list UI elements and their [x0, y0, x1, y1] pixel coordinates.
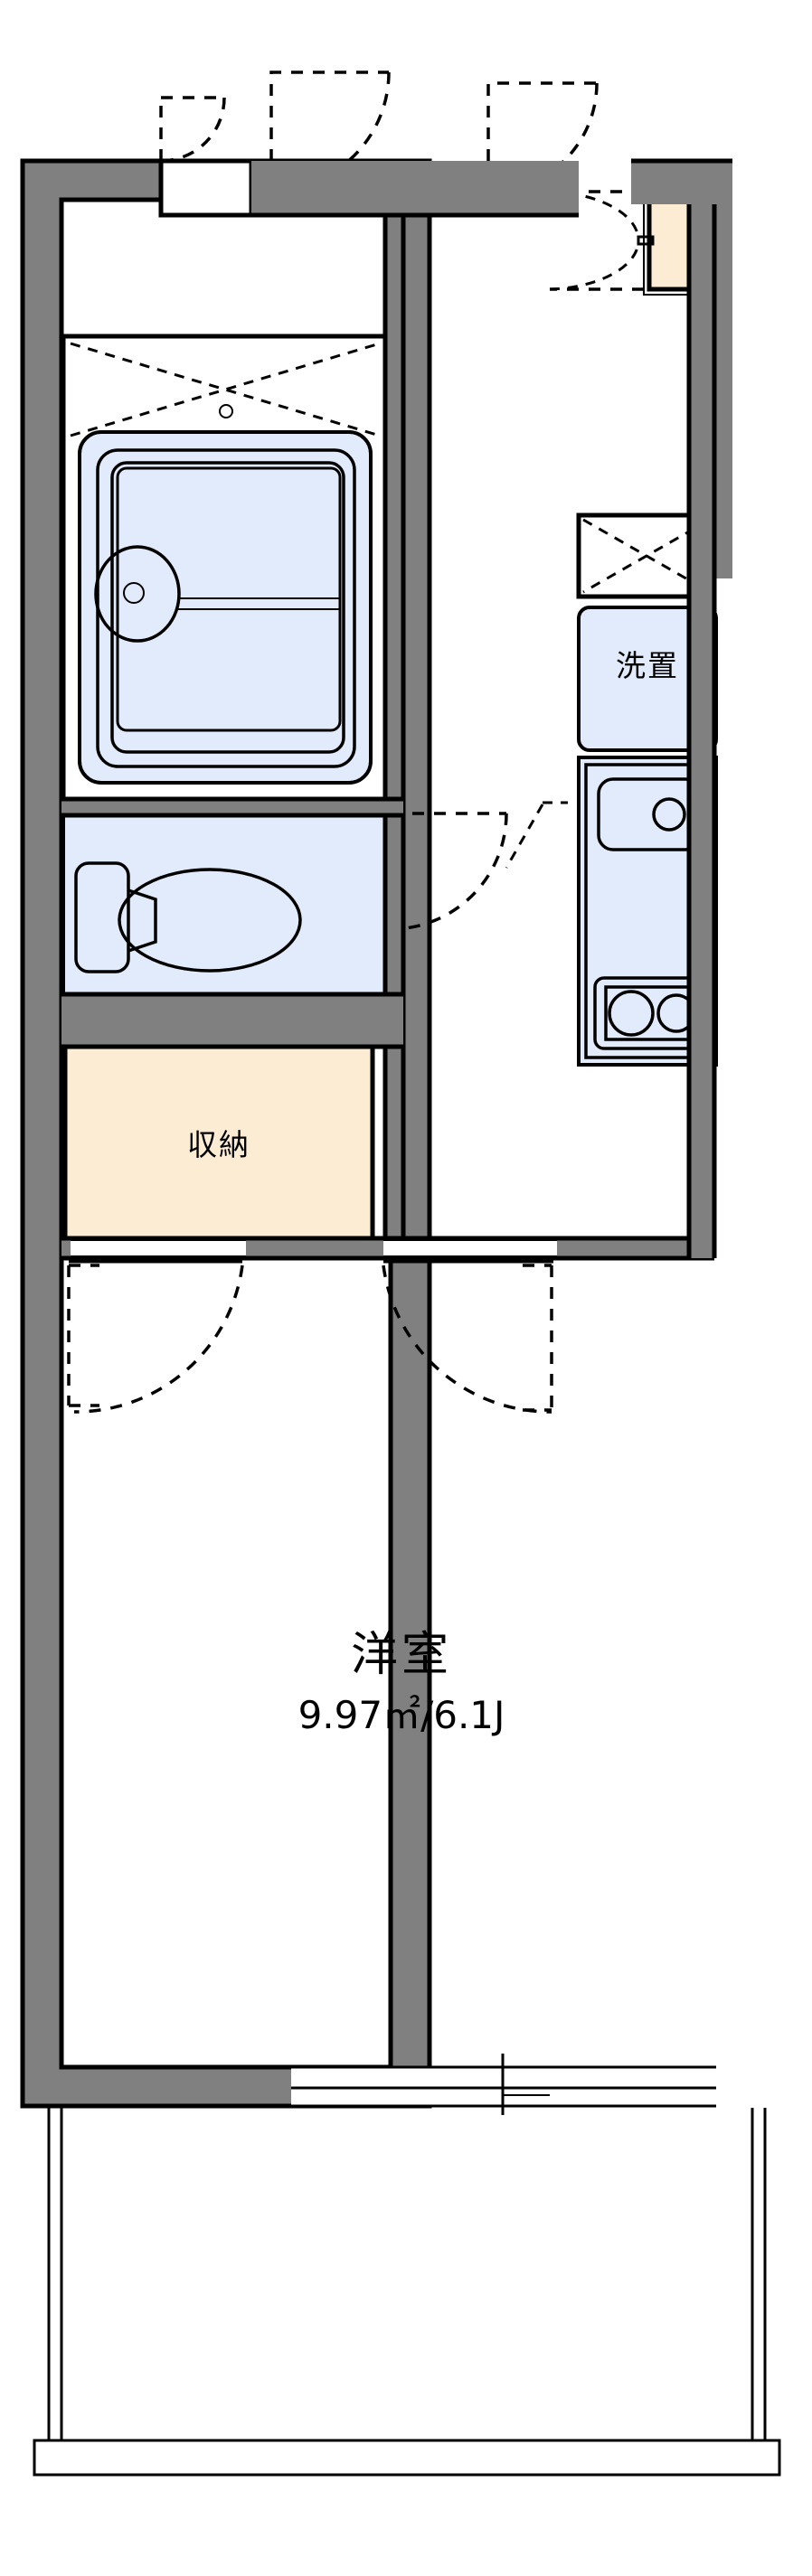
toilet-room	[61, 812, 387, 996]
balcony	[33, 2108, 781, 2477]
main-room-label: 洋室	[351, 1628, 452, 1682]
stove-dashed-link	[505, 801, 568, 869]
closet-room: 収納	[62, 1044, 375, 1241]
hall-door-swing-top	[486, 81, 599, 193]
main-room-area-label: 9.97㎡/6.1J	[298, 1693, 505, 1737]
room-entry-doors	[67, 1239, 557, 1414]
main-room: 洋室 9.97㎡/6.1J	[298, 1628, 505, 1737]
interior-partitions	[61, 161, 717, 1261]
entrance-door-recess	[158, 96, 254, 218]
closet-label: 収納	[187, 1127, 250, 1162]
unit-bath-room	[61, 334, 388, 802]
washer-label: 洗置	[616, 648, 679, 683]
balcony-sliding-door	[291, 2054, 716, 2115]
